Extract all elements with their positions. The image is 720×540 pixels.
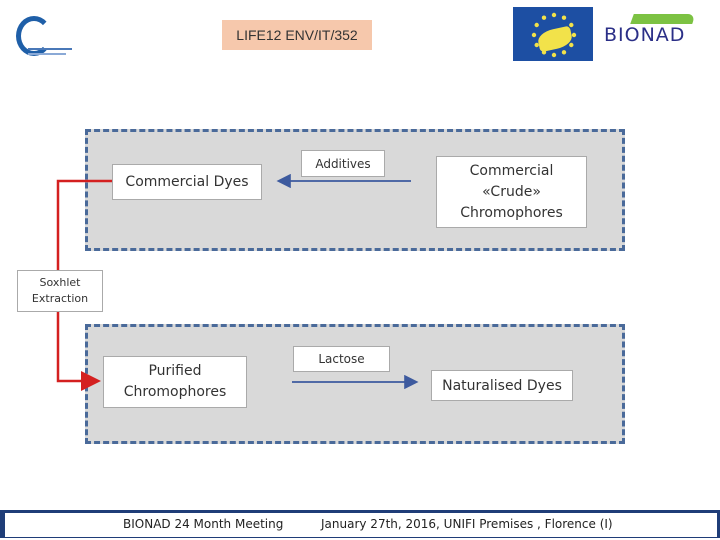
commercial-dyes-box: Commercial Dyes: [112, 164, 262, 200]
eu-star-icon: [569, 42, 574, 48]
crude-chromophores-box: Commercial «Crude» Chromophores: [436, 156, 587, 228]
eu-star-icon: [561, 15, 567, 20]
crude-line-2: «Crude»: [482, 183, 541, 200]
lactose-box: Lactose: [293, 346, 390, 372]
purified-line-1: Purified: [148, 363, 202, 379]
eu-star-icon: [551, 52, 557, 58]
additives-box: Additives: [301, 150, 385, 177]
eu-star-icon: [551, 12, 557, 18]
purified-chromophores-box: Purified Chromophores: [103, 356, 247, 408]
crude-line-3: Chromophores: [460, 204, 563, 221]
naturalised-dyes-box: Naturalised Dyes: [431, 370, 573, 401]
eu-star-icon: [531, 32, 537, 38]
crude-line-1: Commercial: [469, 162, 554, 179]
eu-stars-icon: [531, 12, 577, 58]
project-code: LIFE12 ENV/IT/352: [222, 20, 372, 50]
soxhlet-extraction-box: Soxhlet Extraction: [17, 270, 103, 312]
eu-star-icon: [534, 22, 539, 28]
footer-bar: BIONAD 24 Month Meeting January 27th, 20…: [0, 510, 720, 538]
eu-life-logo: [512, 6, 594, 62]
bionad-logo: BIONAD: [604, 12, 696, 52]
eu-star-icon: [541, 15, 547, 20]
eu-star-icon: [571, 32, 577, 38]
soxhlet-line-1: Soxhlet: [39, 276, 81, 289]
soxhlet-line-2: Extraction: [31, 292, 89, 305]
eu-star-icon: [561, 50, 567, 55]
iccom-logo: [14, 14, 84, 64]
footer-date-place: January 27th, 2016, UNIFI Premises , Flo…: [321, 517, 613, 531]
eu-star-icon: [569, 22, 574, 28]
bionad-wordmark: BIONAD: [604, 24, 686, 46]
purified-line-2: Chromophores: [123, 384, 227, 400]
footer-meeting: BIONAD 24 Month Meeting: [123, 517, 284, 531]
